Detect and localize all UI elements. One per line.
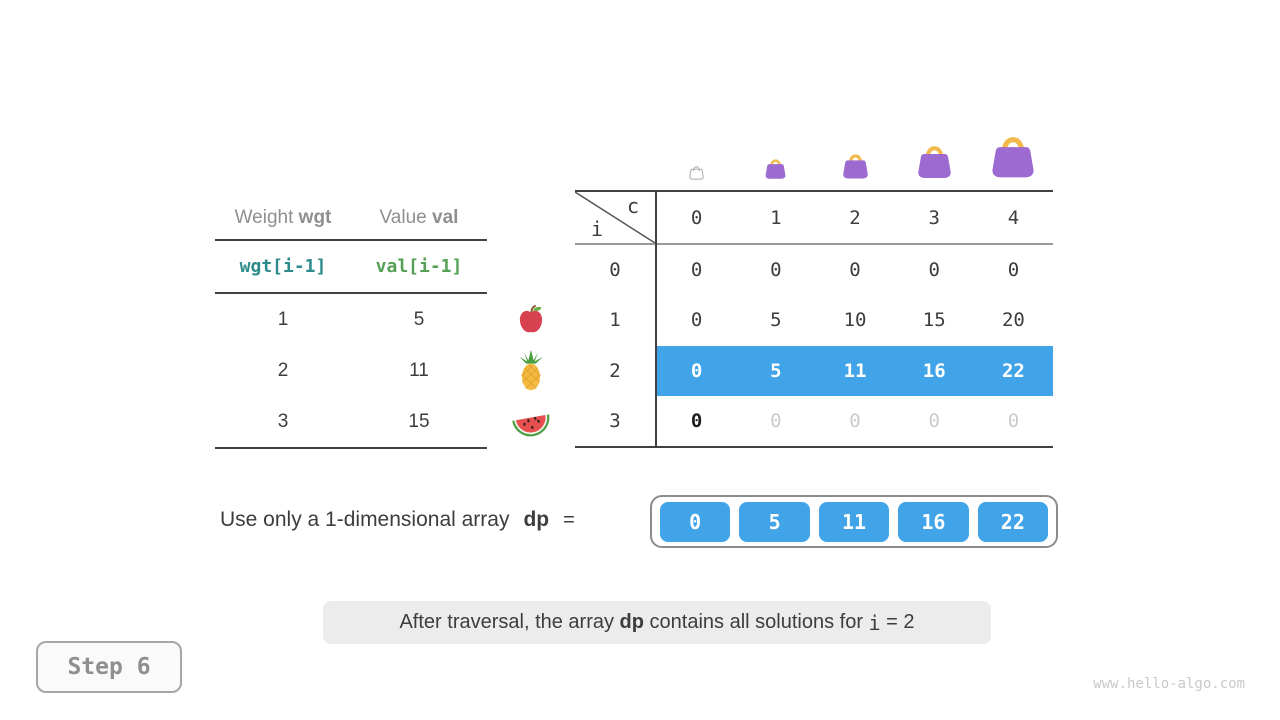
dp-array-cell-1: 5: [739, 501, 810, 542]
i-variable: i: [868, 610, 881, 635]
dp-array-cell-0: 0: [660, 501, 731, 542]
col-header-3: 3: [928, 206, 940, 229]
row-variable: i: [591, 217, 604, 241]
equals-sign: =: [563, 508, 575, 531]
value-header: Value val: [379, 206, 459, 228]
dp-column-headers: 0 1 2 3 4: [657, 192, 1053, 243]
col-variable: c: [626, 194, 639, 218]
bag-capacity-1: [736, 122, 815, 180]
dp-array-cell-2: 11: [818, 501, 890, 542]
table-divider: [215, 292, 487, 294]
dp-row-2-highlighted: 0 5 11 16 22: [657, 345, 1053, 396]
watermark: www.hello-algo.com: [1093, 676, 1245, 692]
apple-icon: [511, 300, 551, 340]
bag-capacity-2: [815, 122, 894, 180]
dp-array-cell-4: 22: [977, 501, 1049, 542]
dp-variable: dp: [619, 611, 644, 633]
table-divider: [215, 447, 487, 449]
item-row-1: 1 5: [277, 308, 425, 330]
dp-row-3: 0 0 0 0 0: [690, 410, 1020, 433]
table-divider: [215, 239, 487, 241]
wgt-formula: wgt[i-1]: [239, 256, 327, 277]
step-badge: Step 6: [36, 641, 182, 693]
dp-array: 0 5 11 16 22: [650, 495, 1058, 548]
col-header-4: 4: [1007, 206, 1020, 229]
col-header-2: 2: [849, 206, 861, 229]
weight-value-header-row: Weight wgt Value val: [215, 196, 487, 239]
dp-variable: dp: [523, 508, 550, 531]
bag-capacity-3: [895, 122, 974, 180]
col-header-1: 1: [770, 206, 782, 229]
row-label-2: 2: [609, 359, 621, 382]
bag-capacity-row: [657, 122, 1053, 180]
dp-array-cell-3: 16: [898, 501, 969, 542]
bag-capacity-0: [657, 122, 736, 180]
item-row-3: 3 15: [277, 410, 430, 432]
bag-capacity-4: [974, 122, 1053, 180]
pineapple-icon: [511, 348, 551, 392]
dp-table-corner-cell: c i: [575, 192, 655, 243]
dp-row-1: 0 5 10 15 20: [690, 309, 1025, 332]
dp-table-top-border: [575, 190, 1053, 192]
watermelon-icon: [509, 404, 553, 440]
col-header-0: 0: [690, 206, 703, 229]
formula-row: wgt[i-1] val[i-1]: [215, 241, 487, 292]
item-row-2: 2 11: [277, 359, 429, 381]
dp-table: c i 0 1 2 3 4 0 0 0 0 0 0 1 0 5 10 15 20: [575, 190, 1053, 448]
row-label-0: 0: [609, 258, 621, 281]
diagonal-divider: [575, 192, 655, 243]
weight-value-table: Weight wgt Value val wgt[i-1] val[i-1] 1…: [215, 196, 487, 449]
row-label-1: 1: [609, 309, 621, 331]
dp-table-header-divider: [575, 243, 1053, 245]
dp-array-label: Use only a 1-dimensional array dp =: [220, 508, 575, 531]
dp-row-0: 0 0 0 0 0: [690, 258, 1020, 281]
weight-header: Weight wgt: [234, 206, 332, 228]
val-formula: val[i-1]: [375, 256, 463, 277]
caption-banner: After traversal, the array dp contains a…: [323, 601, 991, 644]
row-label-3: 3: [609, 410, 621, 432]
dp-table-bottom-border: [575, 446, 1053, 448]
dp-table-label-divider: [655, 190, 657, 448]
